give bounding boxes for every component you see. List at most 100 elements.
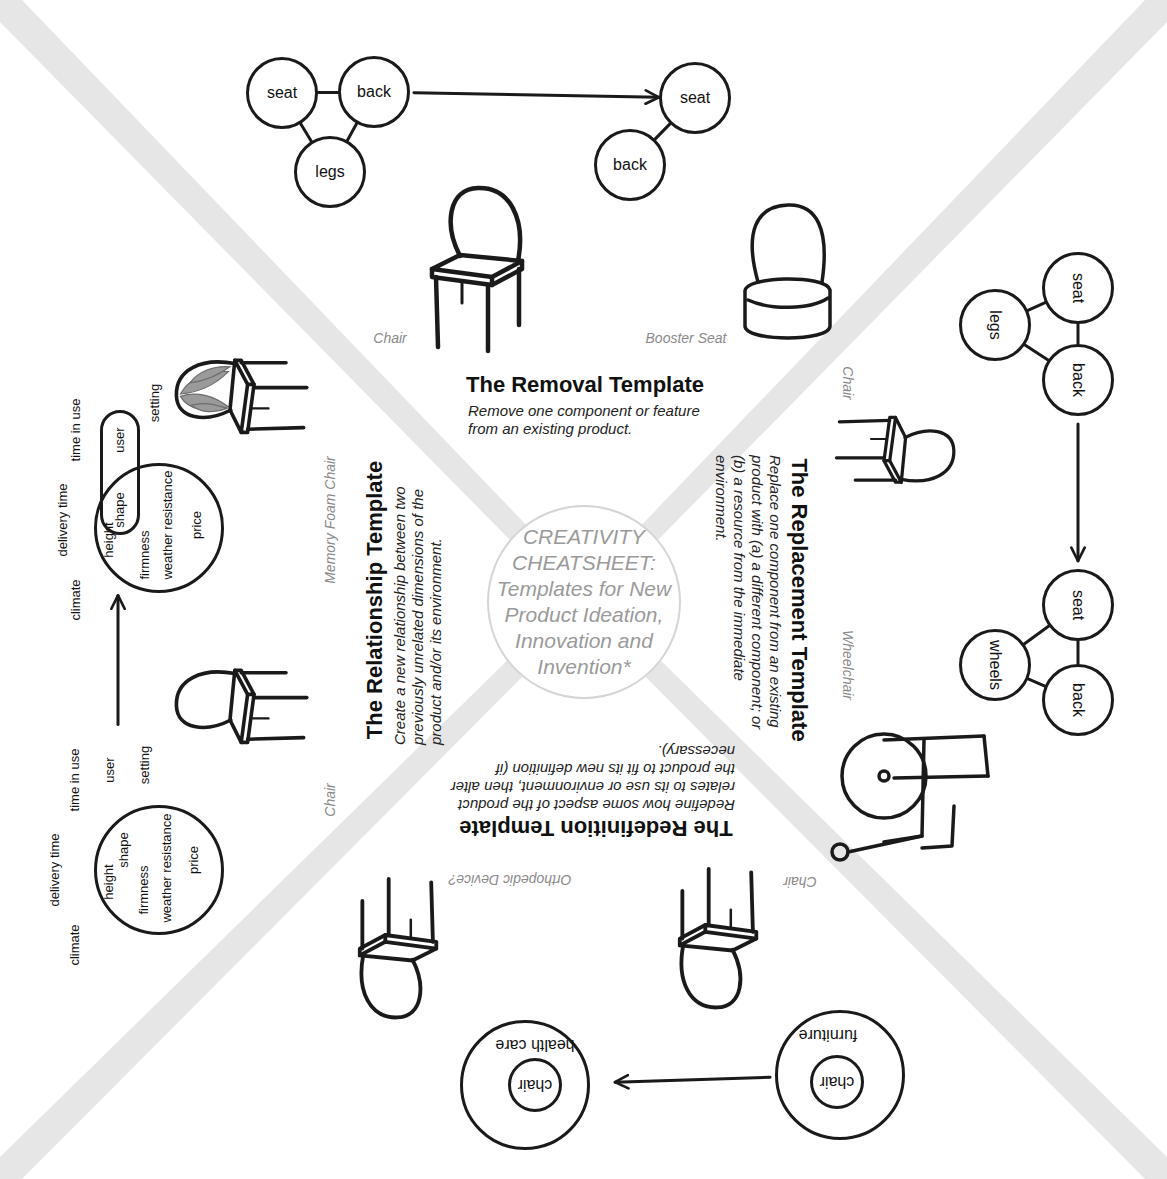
circle-outline <box>961 631 1030 700</box>
circle-outline <box>1044 254 1113 323</box>
circle-outline <box>661 64 730 133</box>
part-circle: chair <box>508 1058 562 1112</box>
item-caption: Booster Seat <box>646 330 727 346</box>
category-circle: furniture chair <box>775 1010 905 1140</box>
quadrant-layer: furniturechairhealth carechairChairOrtho… <box>1 21 1167 1179</box>
item-caption: Chair <box>840 366 856 399</box>
node-label: seat <box>1069 590 1087 620</box>
dimension-label: climate <box>68 579 83 620</box>
node-label: firmness <box>138 530 153 579</box>
memory-foam-chair-sketch <box>176 360 306 432</box>
pill-outline <box>102 412 139 534</box>
node-label: user <box>113 427 128 452</box>
part-circle: chair <box>810 1055 864 1109</box>
part-link <box>347 124 356 141</box>
item-caption: Chair <box>322 783 338 816</box>
node-label: back <box>1069 363 1087 397</box>
chair-sketch <box>176 360 306 432</box>
template-description: Create a new relationship between two pr… <box>391 460 445 745</box>
template-title: The Removal Template <box>466 372 704 398</box>
chair-sketch <box>360 879 437 1018</box>
booster-seat-sketch <box>745 205 830 338</box>
node-label: furniture <box>799 1026 858 1044</box>
template-title: The Redefinition Template <box>459 815 732 841</box>
wheelchair-sketch <box>832 734 988 860</box>
quadrant-layer: heightshapefirmnessweather resistancepri… <box>0 17 1163 1179</box>
part-link <box>1024 626 1049 644</box>
node-label: firmness <box>137 865 152 914</box>
dimension-label: climate <box>67 924 82 965</box>
chair-sketch <box>432 188 522 351</box>
part-circle: legs <box>294 136 366 208</box>
node-label: legs <box>986 310 1004 339</box>
part-link <box>1077 324 1080 344</box>
circle-outline <box>777 1012 904 1139</box>
node-label: back <box>1069 683 1087 717</box>
transform-arrow <box>117 595 120 724</box>
node-label: weather resistance <box>160 813 175 922</box>
item-caption: Memory Foam Chair <box>322 456 338 584</box>
circle-outline <box>596 131 665 200</box>
part-link <box>318 91 338 94</box>
node-label: chair <box>518 1076 553 1094</box>
circle-outline <box>1044 571 1113 640</box>
dimension-label: delivery time <box>55 484 70 557</box>
node-label: wheels <box>986 640 1004 690</box>
node-label: seat <box>680 89 710 107</box>
redefinition-art <box>360 869 757 1018</box>
part-link <box>1028 679 1045 686</box>
part-circle: back <box>1042 664 1114 736</box>
item-caption: Orthopedic Device? <box>449 872 572 888</box>
chair-sketch <box>176 670 306 742</box>
chair-sketch <box>836 417 953 482</box>
attribute-pill: shape user <box>100 411 140 536</box>
node-label: shape <box>113 492 128 527</box>
template-title: The Replacement Template <box>786 458 812 741</box>
quadrant-layer: seatlegsbackseatwheelsbackChairWheelchai… <box>5 16 1167 1179</box>
foam-pattern <box>180 367 230 412</box>
replacement-art <box>832 417 988 860</box>
circle-outline <box>812 1057 863 1108</box>
part-circle: seat <box>246 57 318 129</box>
transform-arrow <box>615 1077 770 1082</box>
part-circle: back <box>338 56 410 128</box>
item-caption: Chair <box>783 874 816 890</box>
circle-outline <box>488 506 680 698</box>
circle-outline <box>248 59 317 128</box>
transform-arrow <box>414 93 659 98</box>
node-label: back <box>357 83 391 101</box>
part-circle: seat <box>1042 252 1114 324</box>
template-description: Replace one component from an existing p… <box>712 455 784 740</box>
dimension-label: delivery time <box>47 834 62 907</box>
node-label: seat <box>1069 273 1087 303</box>
node-label: height <box>102 864 117 899</box>
node-label: seat <box>267 84 297 102</box>
part-link <box>1028 303 1045 311</box>
part-link <box>301 124 312 141</box>
dimension-label: user <box>102 757 117 782</box>
category-circle: health care chair <box>460 1020 590 1150</box>
dimension-label: setting <box>147 384 162 422</box>
template-title: The Relationship Template <box>362 461 388 739</box>
part-circle: seat <box>1042 569 1114 641</box>
circle-outline <box>296 138 365 207</box>
part-link <box>1025 345 1048 360</box>
item-caption: Wheelchair <box>840 630 856 700</box>
chair-sketch <box>680 869 757 1008</box>
node-label: health care <box>495 1036 574 1054</box>
part-circle: seat <box>659 62 731 134</box>
node-label: legs <box>315 163 344 181</box>
part-circle: legs <box>959 289 1031 361</box>
relationship-art <box>176 360 306 742</box>
circle-outline <box>96 807 223 934</box>
template-description: Redefine how some aspect of the product … <box>435 742 735 814</box>
circle-outline <box>96 465 223 592</box>
dimension-label: time in use <box>68 399 83 462</box>
circle-outline <box>340 58 409 127</box>
part-circle: wheels <box>959 629 1031 701</box>
part-circle: back <box>594 129 666 201</box>
node-label: shape <box>117 832 132 867</box>
